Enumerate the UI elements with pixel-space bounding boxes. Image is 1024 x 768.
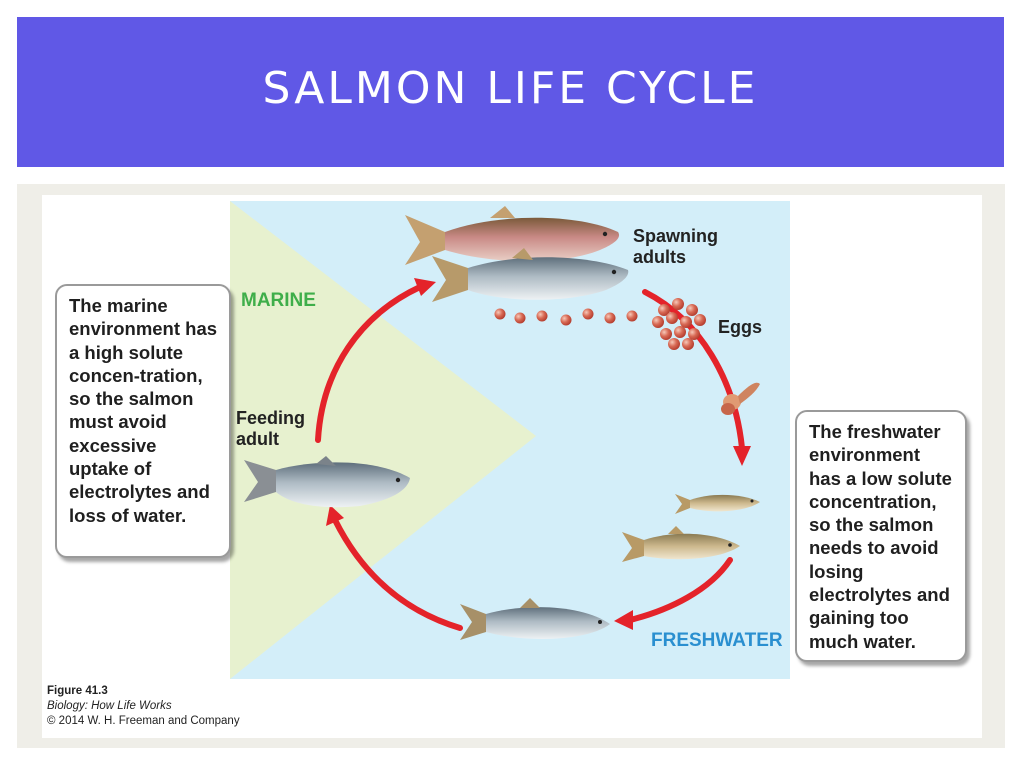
freshwater-callout: The freshwater environment has a low sol…	[795, 410, 967, 662]
spawning-adults-label: Spawning adults	[633, 226, 718, 267]
smolt-fish	[460, 598, 610, 640]
parr-fish	[622, 526, 740, 562]
title-bar: SALMON LIFE CYCLE	[17, 17, 1004, 167]
arrowhead-down	[733, 446, 751, 466]
feeding-adult-fish	[244, 456, 410, 508]
marine-label: MARINE	[241, 290, 316, 311]
arrowhead-up-left	[326, 505, 344, 526]
freshwater-label: FRESHWATER	[651, 630, 783, 651]
caption-copyright: © 2014 W. H. Freeman and Company	[47, 715, 240, 727]
caption-figure-number: Figure 41.3	[47, 685, 108, 697]
arrowhead-up-right	[414, 278, 436, 296]
fry-fish	[675, 494, 760, 514]
eggs-cluster	[652, 298, 706, 350]
arrow-smolt-to-ocean	[627, 557, 733, 623]
slide-title: SALMON LIFE CYCLE	[262, 62, 759, 114]
figure-caption: Figure 41.3 Biology: How Life Works © 20…	[47, 684, 240, 729]
caption-book-title: Biology: How Life Works	[47, 700, 172, 712]
marine-callout: The marine environment has a high solute…	[55, 284, 231, 558]
feeding-adult-label: Feeding adult	[236, 408, 306, 449]
alevin	[721, 382, 760, 415]
arrow-eggs-to-fry	[642, 289, 745, 451]
arrow-to-feeding	[332, 517, 463, 631]
spawning-fish-bottom	[432, 248, 629, 302]
marine-region	[230, 201, 536, 679]
arrowhead-left-bottom	[614, 610, 633, 630]
eggs-label: Eggs	[718, 317, 763, 337]
eggs-trail	[494, 308, 638, 326]
spawning-fish-top	[405, 206, 620, 265]
arrow-to-spawning	[315, 284, 423, 443]
